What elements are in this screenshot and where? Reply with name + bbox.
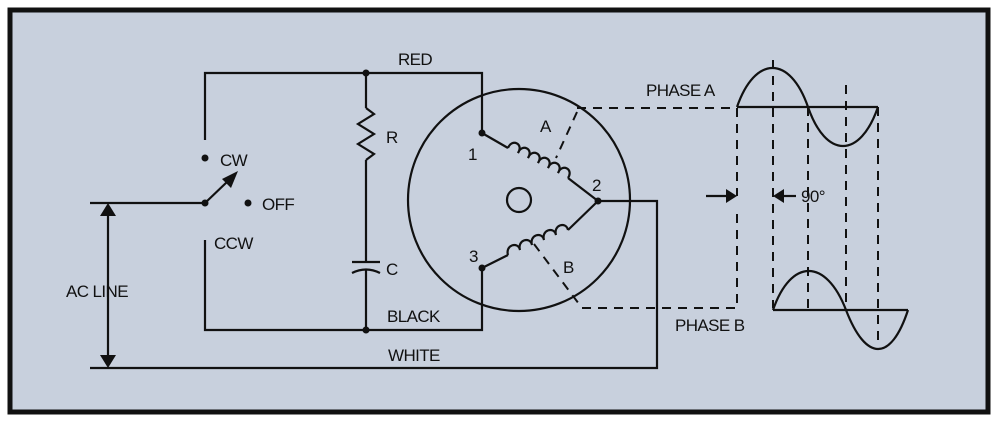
phase-shift-label: 90° xyxy=(801,187,825,206)
phase-b-guide xyxy=(582,208,738,309)
winding-b-coil xyxy=(506,223,570,256)
winding-a-coil xyxy=(506,141,571,179)
phase-b-label: PHASE B xyxy=(675,316,745,335)
resistor-label: R xyxy=(386,128,398,147)
switch-arrowhead xyxy=(222,171,238,188)
terminal-2-label: 2 xyxy=(592,176,601,195)
ac-line-arrow xyxy=(100,203,116,368)
direction-switch xyxy=(201,154,252,207)
diagram-frame xyxy=(7,7,991,415)
winding-b-label: B xyxy=(563,258,574,277)
winding-a-label: A xyxy=(540,117,552,136)
motor xyxy=(406,87,632,313)
capacitor-label: C xyxy=(386,260,398,279)
white-wire xyxy=(90,199,659,370)
ac-line-label: AC LINE xyxy=(66,282,128,301)
black-wire xyxy=(203,240,484,332)
phase-b-waveform xyxy=(771,270,910,351)
switch-cw-label: CW xyxy=(220,151,248,170)
red-wire xyxy=(203,71,484,140)
switch-off-label: OFF xyxy=(262,195,294,214)
resistor-capacitor-branch xyxy=(351,69,381,334)
terminal-3-label: 3 xyxy=(469,247,478,266)
switch-ccw-label: CCW xyxy=(214,234,253,253)
black-wire-label: BLACK xyxy=(387,307,441,326)
terminal-1-label: 1 xyxy=(468,145,477,164)
phase-a-waveform xyxy=(735,60,880,340)
resistor-symbol xyxy=(355,107,377,161)
phase-a-label: PHASE A xyxy=(646,81,716,100)
white-wire-label: WHITE xyxy=(388,346,440,365)
motor-shaft xyxy=(505,186,533,214)
motor-housing xyxy=(406,87,632,313)
red-wire-label: RED xyxy=(398,50,432,69)
phase-shift-indicator xyxy=(706,189,796,203)
